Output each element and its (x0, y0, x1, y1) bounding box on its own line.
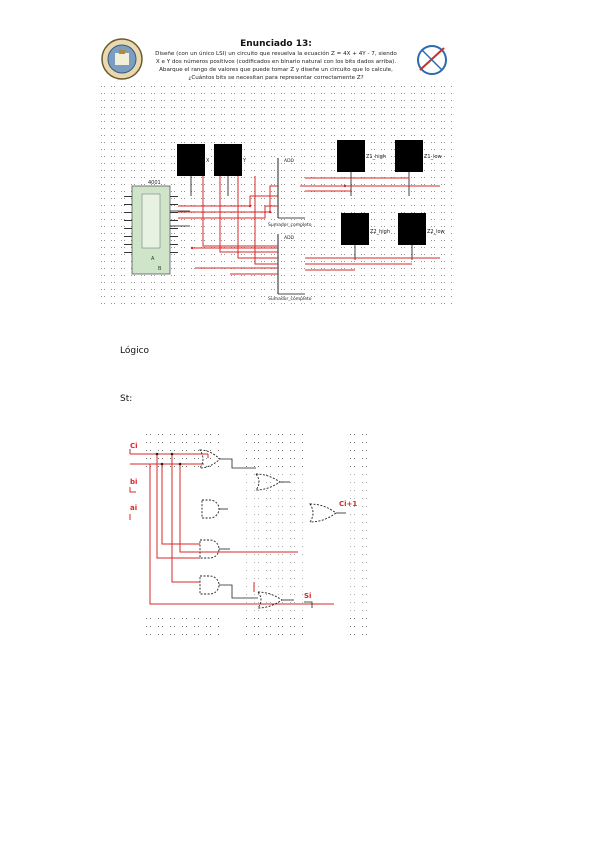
dip-switch-chip: A B (124, 185, 178, 275)
label-si: Si (304, 592, 311, 600)
input-block-y (214, 144, 242, 176)
chip-label-b: B (158, 266, 162, 272)
display-z1-high (337, 140, 365, 172)
full-adder-logic-figure: Ci bi ai Ci+1 Si (129, 432, 374, 636)
university-seal-icon (101, 38, 143, 80)
xor-gate-icon (255, 473, 281, 491)
or-gate-icon (309, 503, 337, 523)
label-z2-high: Z2_high (370, 229, 390, 235)
adder-caption: Sumador_completo (268, 296, 312, 302)
statement-header (100, 36, 452, 84)
input-block-x (177, 144, 205, 176)
chip-top-label: 4001 (148, 180, 161, 186)
chip-label-a: A (151, 256, 155, 262)
statement-line: Abarque el rango de valores que puede to… (159, 67, 393, 73)
faculty-logo-icon (417, 45, 447, 75)
display-z1-low (395, 140, 423, 172)
statement-title: Enunciado 13: (240, 39, 312, 49)
schematic-figure: Enunciado 13: Diseñe (con un único LSI) … (100, 36, 452, 306)
subsection-label: St: (120, 394, 133, 404)
and-gate-icon (201, 499, 220, 519)
label-z1-low: Z1_low (424, 154, 442, 160)
label-ai: ai (130, 504, 137, 512)
label-ci-plus-1: Ci+1 (339, 500, 357, 508)
label-ci: Ci (130, 442, 138, 450)
and-gate-icon (199, 539, 220, 559)
and-gate-icon (199, 575, 220, 595)
svg-text:ADD: ADD (284, 235, 295, 241)
svg-text:ADD: ADD (284, 158, 295, 164)
adder-caption: Sumador_completo (268, 222, 312, 228)
adder-block-1: ADD Sumador_completo (268, 158, 312, 228)
statement-line: X e Y dos números positivos (codificados… (156, 58, 396, 65)
label-z2-low: Z2_low (427, 229, 445, 235)
label-z1-high: Z1_high (366, 154, 386, 160)
display-z2-high (341, 213, 369, 245)
section-label: Lógico (120, 346, 150, 356)
xor-gate-icon (199, 449, 221, 469)
label-y: Y (242, 158, 247, 164)
statement-line: ¿Cuántos bits se necesitan para represen… (188, 74, 363, 81)
label-bi: bi (130, 478, 137, 486)
statement-line: Diseñe (con un único LSI) un circuito qu… (155, 50, 397, 57)
display-z2-low (398, 213, 426, 245)
label-x: X (206, 158, 210, 164)
xor-gate-icon (257, 591, 283, 609)
